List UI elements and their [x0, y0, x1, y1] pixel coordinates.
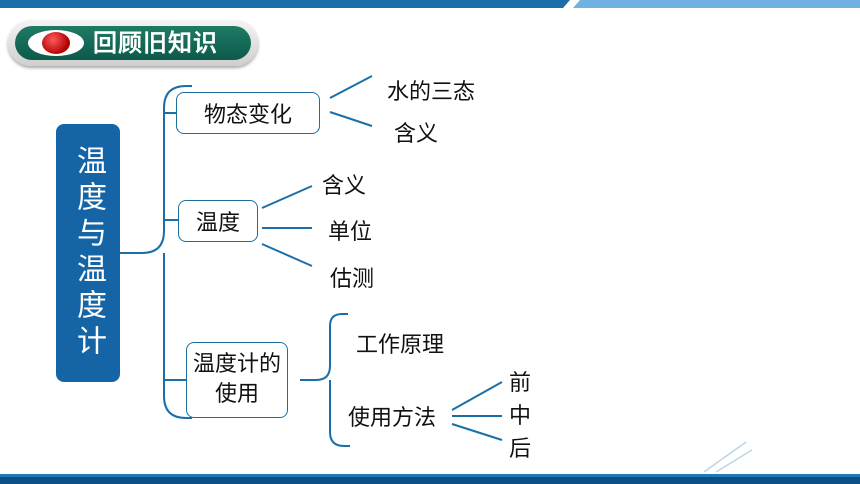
bottom-decor-bar — [0, 474, 860, 484]
leaf-guce: 估测 — [330, 267, 375, 292]
leaf-gongzuo-yuanli: 工作原理 — [356, 333, 445, 358]
wuti-connectors — [329, 75, 373, 127]
branch-label: 温度计的使用 — [192, 352, 281, 407]
branch-node-shiyong: 温度计的使用 — [186, 342, 288, 418]
banner-inner: 回顾旧知识 — [15, 26, 251, 60]
section-banner: 回顾旧知识 — [8, 20, 258, 66]
branch-node-wutai: 物态变化 — [176, 92, 320, 134]
leaf-qian: 前 — [509, 371, 532, 396]
branch-node-wendu: 温度 — [178, 200, 258, 242]
leaf-shiyong-fangfa: 使用方法 — [348, 406, 437, 431]
root-label: 温度与温度计 — [71, 145, 106, 361]
root-brace — [120, 85, 192, 419]
leaf-zhong: 中 — [509, 404, 532, 429]
red-dot — [42, 32, 70, 54]
method-connectors — [451, 381, 503, 441]
top-decor-bar — [0, 0, 860, 8]
leaf-hanyi-2: 含义 — [322, 174, 367, 199]
leaf-shui-santai: 水的三态 — [387, 80, 476, 105]
banner-title: 回顾旧知识 — [93, 29, 218, 57]
wendu-connectors — [261, 185, 313, 267]
corner-decor — [703, 441, 753, 473]
branch-label: 物态变化 — [203, 103, 292, 128]
leaf-danwei: 单位 — [328, 220, 373, 245]
root-node: 温度与温度计 — [56, 124, 120, 382]
branch-label: 温度 — [195, 211, 240, 236]
leaf-hanyi-1: 含义 — [394, 122, 439, 147]
leaf-hou: 后 — [509, 437, 532, 462]
shiyong-brace — [300, 313, 350, 447]
red-dot-eye-icon — [28, 30, 84, 56]
